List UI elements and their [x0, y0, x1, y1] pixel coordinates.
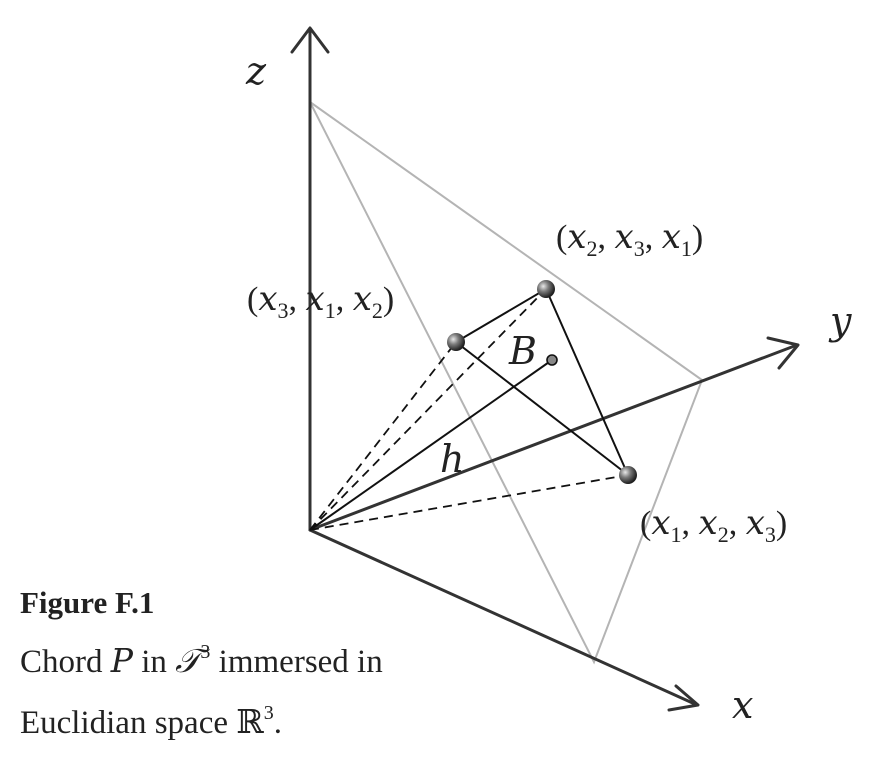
- ray-to-p2: [309, 288, 547, 531]
- figure-caption-title: Figure F.1: [20, 585, 154, 620]
- dashed-rays: [309, 288, 629, 531]
- vertex-p3: [447, 333, 465, 351]
- z-axis-label: z: [245, 49, 267, 93]
- figure-caption-line-1: Chord P in 𝒯3 immersed in: [20, 641, 383, 680]
- simplex-plane: [309, 101, 704, 665]
- ray-to-p3: [309, 341, 457, 531]
- y-axis: [308, 343, 799, 532]
- z-axis-arrowhead: [290, 26, 330, 54]
- axes: [290, 26, 800, 712]
- vertex-p1: [619, 466, 637, 484]
- point-label-x1-x2-x3: (x1, x2, x3): [640, 503, 787, 547]
- height-label: h: [440, 437, 464, 481]
- chord-triangle: [454, 287, 629, 476]
- x-axis-label: x: [732, 683, 753, 727]
- point-label-x3-x1-x2: (x3, x1, x2): [247, 279, 394, 323]
- vertex-p2: [537, 280, 555, 298]
- figure-caption-line-2: Euclidian space ℝ3.: [20, 702, 282, 741]
- barycenter-point: [546, 354, 558, 366]
- height-line: [309, 359, 553, 531]
- x-axis: [308, 528, 699, 707]
- y-axis-arrowhead: [766, 336, 800, 370]
- point-label-x2-x3-x1: (x2, x3, x1): [556, 217, 703, 261]
- ray-to-p1: [309, 474, 629, 531]
- y-axis-label: y: [828, 299, 852, 343]
- x-axis-arrowhead: [667, 684, 700, 712]
- barycenter-label: B: [508, 329, 537, 373]
